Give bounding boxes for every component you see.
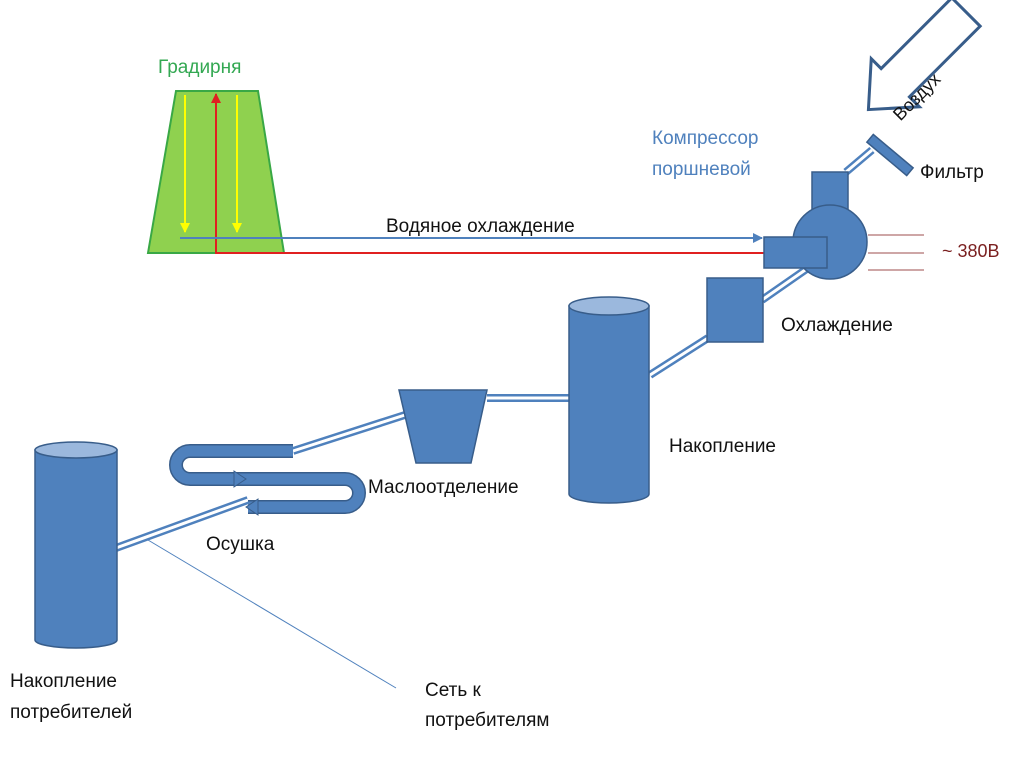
pipe-dryer-storage xyxy=(114,496,250,552)
air-arrow-shape xyxy=(866,0,983,112)
filter-shape xyxy=(865,133,915,177)
compressor-cylinder xyxy=(763,236,828,269)
drying-label: Осушка xyxy=(206,534,275,555)
filter-label: Фильтр xyxy=(920,162,984,183)
pipe-separator-dryer xyxy=(291,410,410,455)
accumulation-label: Накопление xyxy=(669,436,776,457)
consumer-storage-tank xyxy=(34,441,118,649)
air-filter xyxy=(865,133,915,177)
oil-separator xyxy=(398,389,488,464)
pipe-filter-compressor xyxy=(843,146,875,176)
consumer-storage-label-line2: потребителей xyxy=(10,702,132,723)
dryer-coil xyxy=(169,444,366,516)
pipe-cooler-receiver xyxy=(647,334,711,379)
water-cooling-label: Водяное охлаждение xyxy=(386,216,575,237)
pipes xyxy=(114,146,875,552)
network-label-line2: потребителям xyxy=(425,710,549,731)
piston-compressor xyxy=(763,171,868,280)
air-inlet-arrow xyxy=(866,0,983,112)
voltage-label: ~ 380В xyxy=(942,241,1000,261)
compressor-label-line1: Компрессор xyxy=(652,128,758,149)
hot-water-return-line xyxy=(211,93,764,254)
network-label-line1: Сеть к xyxy=(425,680,482,701)
cooling-label: Охлаждение xyxy=(781,315,893,336)
water-loop xyxy=(180,93,764,254)
pipe-compressor-cooler xyxy=(759,264,811,304)
dryer-arrow-out xyxy=(245,498,259,516)
receiver-tank xyxy=(568,296,650,504)
network-leader-line xyxy=(147,539,397,689)
consumer-storage-label-line1: Накопление xyxy=(10,671,117,692)
oil-separation-label: Маслоотделение xyxy=(368,477,519,498)
dryer-arrow-in xyxy=(233,470,247,488)
aftercooler-box xyxy=(706,277,764,343)
compressor-head xyxy=(811,171,849,211)
cooling-tower-label: Градирня xyxy=(158,57,241,78)
power-lines xyxy=(868,234,924,271)
compressor-label-line2: поршневой xyxy=(652,159,751,180)
